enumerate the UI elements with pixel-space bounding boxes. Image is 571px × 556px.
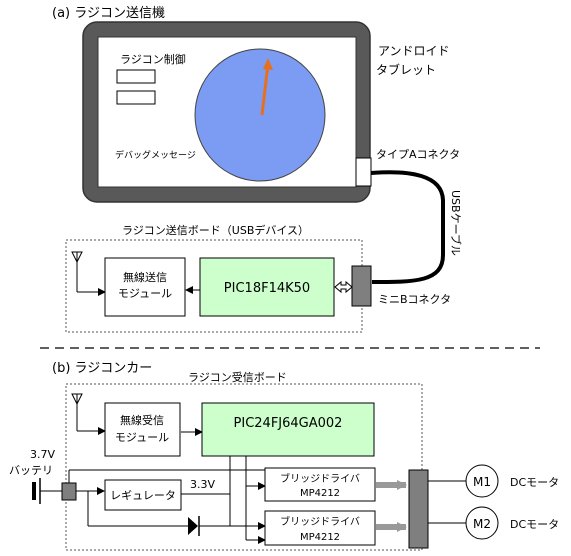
usb-cable (370, 170, 445, 284)
needle-arrowhead (263, 58, 273, 70)
pic18-mcu-label: PIC18F14K50 (224, 281, 310, 296)
dc-motor-1-label: DCモータ (510, 476, 559, 489)
rx-radio-module (104, 402, 181, 457)
motor-m1-label: M1 (473, 475, 491, 489)
rx-radio-module-line2: モジュール (115, 431, 169, 444)
rx-radio-module-line1: 無線受信 (120, 413, 164, 427)
bridge-driver-2-line1: ブリッジドライバ (280, 515, 360, 528)
type-a-connector (355, 157, 372, 187)
tx-radio-module-line1: 無線送信 (123, 270, 167, 284)
screen-button-1 (116, 69, 156, 84)
dc-motor-2-label: DCモータ (510, 518, 559, 531)
bridge-driver-1-line2: MP4212 (300, 488, 340, 499)
debug-message-label: デバッグメッセージ (115, 149, 196, 161)
tx-radio-module (104, 257, 186, 317)
usb-bidirectional-arrow (334, 280, 353, 294)
bridge-driver-1 (264, 467, 376, 502)
power-connector (61, 482, 77, 501)
bridge-driver-2-line2: MP4212 (300, 532, 340, 543)
section-a-heading: (a) ラジコン送信機 (52, 6, 165, 21)
motor-m1-icon (465, 464, 499, 498)
steering-dial (194, 48, 326, 182)
regulator-voltage-label: 3.3V (190, 478, 215, 491)
motor-connector (408, 469, 429, 549)
battery-icon (32, 478, 41, 504)
pic24-mcu (201, 402, 375, 457)
pic18-mcu (199, 257, 335, 317)
motor-m2-icon (465, 506, 499, 540)
tablet-label-line2: タブレット (376, 62, 436, 77)
tablet-label-line1: アンドロイド (378, 44, 450, 58)
type-a-connector-label: タイプAコネクタ (376, 148, 460, 161)
regulator-label: レギュレータ (110, 489, 176, 502)
diode-icon (188, 516, 200, 536)
tx-radio-module-line2: モジュール (118, 287, 172, 300)
mini-b-connector (351, 265, 372, 307)
rx-board-title: ラジコン受信ボード (188, 371, 287, 384)
android-tablet: ラジコン制御 デバッグメッセージ (82, 21, 372, 203)
rx-board-outline (65, 383, 423, 551)
pic24-mcu-label: PIC24FJ64GA002 (234, 416, 343, 431)
battery-label-line1: 3.7V (30, 448, 55, 461)
battery-label-line2: バッテリ (9, 464, 53, 477)
usb-cable-label: USBケーブル (449, 190, 463, 256)
regulator (104, 479, 182, 511)
mini-b-connector-label: ミニBコネクタ (378, 293, 451, 306)
tx-antenna-icon (71, 251, 83, 292)
tx-board-title: ラジコン送信ボード（USBデバイス） (122, 223, 309, 237)
dial-needle (260, 63, 270, 116)
bridge-driver-1-line1: ブリッジドライバ (280, 472, 360, 485)
bridge-driver-2 (264, 510, 376, 546)
screen-button-2 (116, 90, 156, 105)
rx-antenna-icon (71, 393, 83, 431)
motor-m2-label: M2 (473, 517, 491, 531)
screen-title: ラジコン制御 (120, 52, 186, 66)
section-b-heading: (b) ラジコンカー (52, 361, 152, 376)
